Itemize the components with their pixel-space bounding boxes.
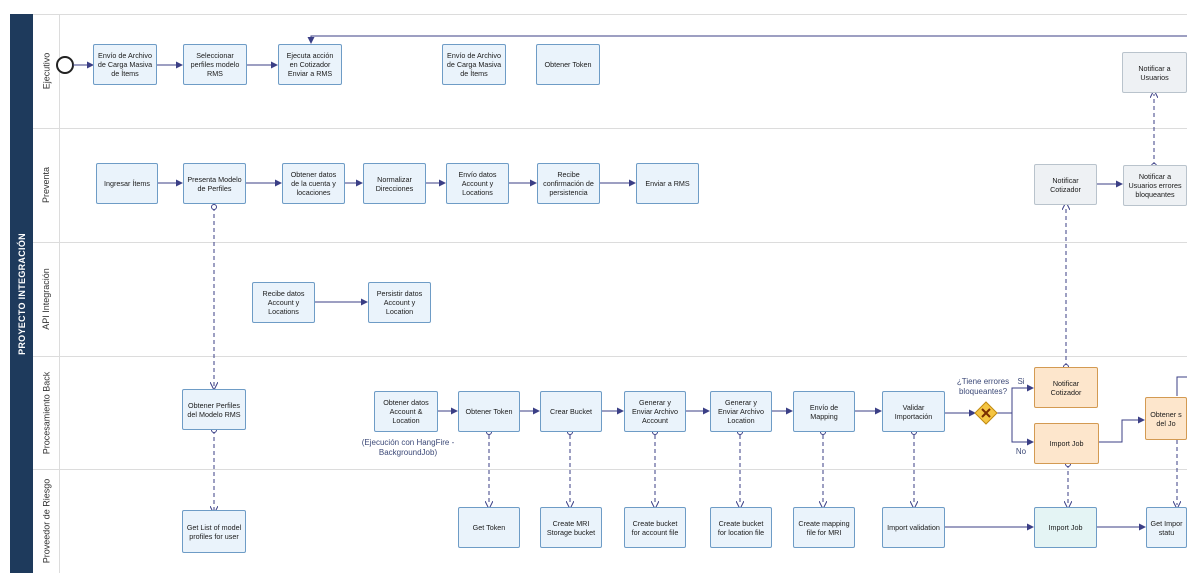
task-recibe-confirmacion[interactable]: Recibe confirmación de persistencia xyxy=(537,163,600,204)
exclusive-gateway xyxy=(974,401,998,425)
flow-arrow xyxy=(307,35,1187,44)
task-create-bucket-account[interactable]: Create bucket for account file xyxy=(624,507,686,548)
gateway-question: ¿Tiene errores bloqueantes? xyxy=(956,377,1010,396)
task-ejecuta-accion[interactable]: Ejecuta acción en Cotizador Enviar a RMS xyxy=(278,44,342,85)
task-crear-bucket[interactable]: Crear Bucket xyxy=(540,391,602,432)
task-create-bucket-location[interactable]: Create bucket for location file xyxy=(710,507,772,548)
task-seleccionar-perfiles[interactable]: Seleccionar perfiles modelo RMS xyxy=(183,44,247,85)
annotation-ejecucion: (Ejecución con HangFire - BackgroundJob) xyxy=(361,438,455,457)
flow-arrow xyxy=(997,412,1034,446)
task-get-import-status[interactable]: Get Impor statu xyxy=(1146,507,1187,548)
task-create-mri-bucket[interactable]: Create MRI Storage bucket xyxy=(540,507,602,548)
task-enviar-rms[interactable]: Enviar a RMS xyxy=(636,163,699,204)
lane-divider xyxy=(33,469,1187,470)
task-recibe-datos[interactable]: Recibe datos Account y Locations xyxy=(252,282,315,323)
task-obtener-token-back[interactable]: Obtener Token xyxy=(458,391,520,432)
task-notificar-usuarios-errores[interactable]: Notificar a Usuarios errores bloqueantes xyxy=(1123,165,1187,206)
task-presenta-modelo[interactable]: Presenta Modelo de Perfiles xyxy=(183,163,246,204)
lane-divider xyxy=(33,128,1187,129)
lane-divider xyxy=(33,242,1187,243)
task-obtener-datos-cuenta[interactable]: Obtener datos de la cuenta y locaciones xyxy=(282,163,345,204)
task-envio-archivo-2[interactable]: Envío de Archivo de Carga Masiva de Ítem… xyxy=(442,44,506,85)
pool-band xyxy=(10,14,33,573)
task-import-job-provider[interactable]: Import Job xyxy=(1034,507,1097,548)
task-envio-datos[interactable]: Envío datos Account y Locations xyxy=(446,163,509,204)
task-validar-importacion[interactable]: Validar Importación xyxy=(882,391,945,432)
lane-divider xyxy=(33,356,1187,357)
flow-arrow xyxy=(1099,416,1145,443)
task-generar-account[interactable]: Generar y Enviar Archivo Account xyxy=(624,391,686,432)
lane-divider xyxy=(59,14,60,573)
flow-arrow xyxy=(1176,376,1187,396)
task-generar-location[interactable]: Generar y Enviar Archivo Location xyxy=(710,391,772,432)
task-create-mapping[interactable]: Create mapping file for MRI xyxy=(793,507,855,548)
task-obtener-token-ejecutivo[interactable]: Obtener Token xyxy=(536,44,600,85)
task-ingresar-items[interactable]: Ingresar Ítems xyxy=(96,163,158,204)
task-envio-mapping[interactable]: Envío de Mapping xyxy=(793,391,855,432)
task-notificar-usuarios[interactable]: Notificar a Usuarios xyxy=(1122,52,1187,93)
task-envio-archivo-1[interactable]: Envío de Archivo de Carga Masiva de Ítem… xyxy=(93,44,157,85)
task-notificar-cotizador-preventa[interactable]: Notificar Cotizador xyxy=(1034,164,1097,205)
gateway-label-si: Si xyxy=(1017,377,1025,386)
message-source xyxy=(211,204,217,210)
task-get-token[interactable]: Get Token xyxy=(458,507,520,548)
task-get-list-profiles[interactable]: Get List of model profiles for user xyxy=(182,510,246,553)
task-persistir-datos[interactable]: Persistir datos Account y Location xyxy=(368,282,431,323)
task-obtener-perfiles[interactable]: Obtener Perfiles del Modelo RMS xyxy=(182,389,246,430)
task-obtener-datos-account[interactable]: Obtener datos Account & Location xyxy=(374,391,438,432)
start-event xyxy=(56,56,74,74)
task-normalizar-direcciones[interactable]: Normalizar Direcciones xyxy=(363,163,426,204)
lane-divider xyxy=(33,14,1187,15)
task-obtener-status[interactable]: Obtener s del Jo xyxy=(1145,397,1187,440)
task-import-validation[interactable]: Import validation xyxy=(882,507,945,548)
task-notificar-cotizador-back[interactable]: Notificar Cotizador xyxy=(1034,367,1098,408)
gateway-label-no: No xyxy=(1015,447,1027,456)
task-import-job-back[interactable]: Import Job xyxy=(1034,423,1099,464)
